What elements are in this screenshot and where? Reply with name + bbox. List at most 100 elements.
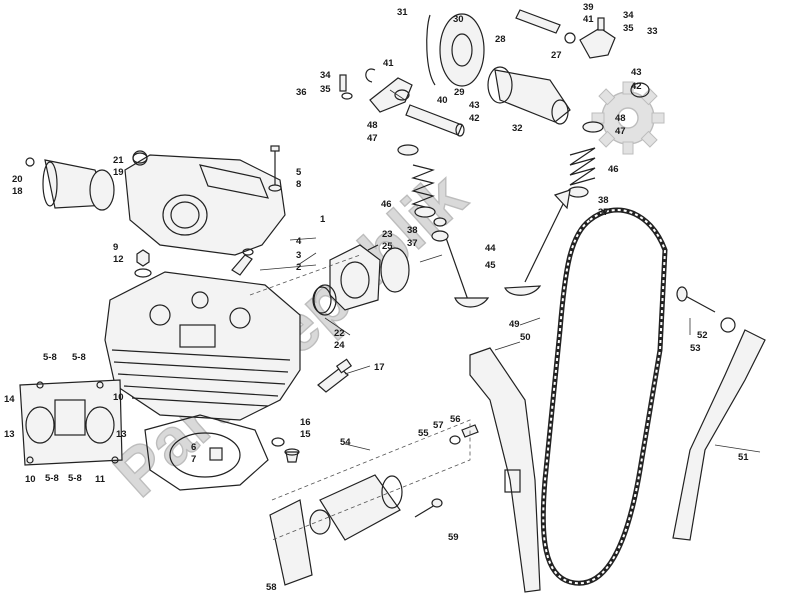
intake-valve xyxy=(431,230,490,308)
part-label-l42a: 42 xyxy=(469,113,480,124)
part-label-l1: 1 xyxy=(320,214,326,225)
part-label-l40: 40 xyxy=(437,95,448,106)
exhaust-valve xyxy=(504,189,571,296)
part-label-l19: 19 xyxy=(113,167,124,178)
part-label-l54: 54 xyxy=(340,437,351,448)
part-label-l38a: 38 xyxy=(407,225,418,236)
part-label-l38b: 38 xyxy=(598,195,609,206)
part-label-l8: 8 xyxy=(296,179,301,190)
insulator-bolt xyxy=(231,248,254,276)
rocker-arm-exhaust xyxy=(515,9,650,98)
side-cover xyxy=(19,379,123,466)
part-label-l55: 55 xyxy=(418,428,429,439)
tensioner-bolt xyxy=(449,424,479,445)
camshaft xyxy=(487,66,571,125)
part-label-l37b: 37 xyxy=(598,207,609,218)
part-label-l39: 39 xyxy=(583,2,594,13)
part-label-l11: 11 xyxy=(95,474,106,485)
head-group-box xyxy=(249,254,361,296)
cam-gear xyxy=(426,13,485,87)
tensioner-guide xyxy=(672,317,766,541)
chain-guide xyxy=(469,347,541,593)
chain-tensioner xyxy=(269,474,403,586)
part-label-l24: 24 xyxy=(334,340,345,351)
part-label-l37a: 37 xyxy=(407,238,418,249)
part-label-l14: 14 xyxy=(4,394,15,405)
part-label-l25: 25 xyxy=(382,241,393,252)
part-label-l13a: 13 xyxy=(4,429,15,440)
part-label-l18: 18 xyxy=(12,186,23,197)
part-label-l16: 16 xyxy=(300,417,311,428)
part-label-l22: 22 xyxy=(334,328,345,339)
part-label-l51: 51 xyxy=(738,452,749,463)
oil-plug xyxy=(271,437,300,463)
part-label-l33: 33 xyxy=(647,26,658,37)
part-label-l34a: 34 xyxy=(320,70,331,81)
part-label-l43b: 43 xyxy=(631,67,642,78)
part-label-l17: 17 xyxy=(374,362,385,373)
part-label-l29: 29 xyxy=(454,87,465,98)
cam-chain xyxy=(540,207,668,586)
rocker-arm xyxy=(365,68,413,113)
part-label-l9: 9 xyxy=(113,242,118,253)
cylinder-head xyxy=(104,271,301,421)
valve-spring-exhaust xyxy=(567,121,604,198)
nut xyxy=(134,249,152,278)
part-label-l2: 2 xyxy=(296,262,301,273)
part-label-l12: 12 xyxy=(113,254,124,265)
part-label-l4: 4 xyxy=(296,236,302,247)
part-label-l28: 28 xyxy=(495,34,506,45)
part-label-l13b: 13 xyxy=(116,429,127,440)
part-label-l35b: 35 xyxy=(623,23,634,34)
part-label-l27: 27 xyxy=(551,50,562,61)
part-label-l57: 57 xyxy=(433,420,444,431)
o-ring xyxy=(313,284,337,316)
part-label-l53: 53 xyxy=(690,343,701,354)
part-label-l58a: 5-8 xyxy=(43,352,57,363)
part-label-l45: 45 xyxy=(485,260,496,271)
part-label-l46b: 46 xyxy=(608,164,619,175)
part-label-l30: 30 xyxy=(453,14,464,25)
part-label-l15: 15 xyxy=(300,429,311,440)
part-label-l58: 58 xyxy=(266,582,277,593)
part-label-l52: 52 xyxy=(697,330,708,341)
stud-bolt xyxy=(268,145,282,192)
valve-spring-intake xyxy=(397,144,447,227)
part-label-l44: 44 xyxy=(485,243,496,254)
part-label-l23: 23 xyxy=(382,229,393,240)
part-label-l58b: 5-8 xyxy=(72,352,86,363)
part-label-l20: 20 xyxy=(12,174,23,185)
clip xyxy=(132,152,148,164)
adjuster-screw xyxy=(339,74,353,100)
part-label-l31: 31 xyxy=(397,7,408,18)
tensioner-group-box xyxy=(271,419,471,541)
gear-icon xyxy=(591,81,665,155)
part-label-l7: 7 xyxy=(191,454,196,465)
part-label-l59: 59 xyxy=(448,532,459,543)
part-label-l21: 21 xyxy=(113,155,124,166)
part-label-l3: 3 xyxy=(296,250,301,261)
part-label-l10b: 10 xyxy=(25,474,36,485)
part-label-l5: 5 xyxy=(296,167,302,178)
part-label-l36: 36 xyxy=(296,87,307,98)
rocker-shaft xyxy=(405,104,465,137)
mounting-bolt xyxy=(414,498,443,518)
part-label-l58d: 5-8 xyxy=(68,473,82,484)
part-label-l42b: 42 xyxy=(631,81,642,92)
part-label-l49: 49 xyxy=(509,319,520,330)
part-label-l48b: 48 xyxy=(615,113,626,124)
part-label-l41a: 41 xyxy=(383,58,394,69)
part-label-l34b: 34 xyxy=(623,10,634,21)
part-label-l43a: 43 xyxy=(469,100,480,111)
guide-bolt xyxy=(676,286,716,313)
part-label-l35a: 35 xyxy=(320,84,331,95)
part-label-l47b: 47 xyxy=(615,126,626,137)
head-cover xyxy=(124,150,286,256)
part-label-l58c: 5-8 xyxy=(45,473,59,484)
part-label-l47a: 47 xyxy=(367,133,378,144)
part-label-l46a: 46 xyxy=(381,199,392,210)
part-label-l32: 32 xyxy=(512,123,523,134)
part-label-l10a: 10 xyxy=(113,392,124,403)
part-label-l41b: 41 xyxy=(583,14,594,25)
